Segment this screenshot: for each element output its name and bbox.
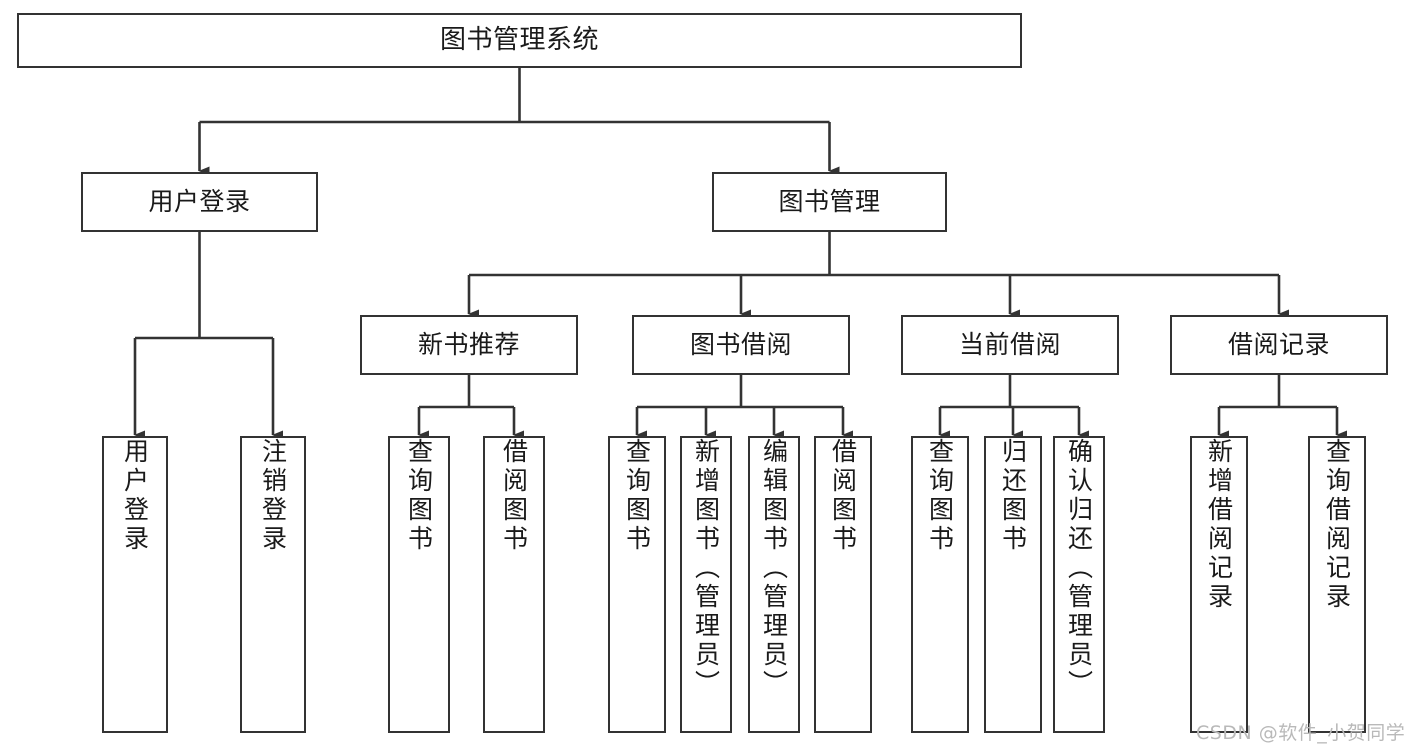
node-leaf-query-book-2[interactable]: 查询图书 — [608, 436, 666, 733]
node-leaf-user-logout[interactable]: 注销登录 — [240, 436, 306, 733]
node-newbook[interactable]: 新书推荐 — [360, 315, 578, 375]
node-leaf-borrow-book-1[interactable]: 借阅图书 — [483, 436, 545, 733]
node-label: 图书管理系统 — [439, 25, 599, 56]
node-label: 查询图书 — [622, 438, 652, 554]
node-leaf-borrow-book-2[interactable]: 借阅图书 — [814, 436, 872, 733]
node-label: 新书推荐 — [417, 330, 520, 360]
node-label: 借阅图书 — [499, 438, 529, 554]
node-leaf-add-book[interactable]: 新增图书（管理员） — [680, 436, 732, 733]
node-leaf-user-login[interactable]: 用户登录 — [102, 436, 168, 733]
node-login[interactable]: 用户登录 — [81, 172, 318, 232]
node-label: 借阅记录 — [1227, 330, 1330, 360]
node-current[interactable]: 当前借阅 — [901, 315, 1119, 375]
node-leaf-add-record[interactable]: 新增借阅记录 — [1190, 436, 1248, 733]
node-label: 借阅图书 — [828, 438, 858, 554]
node-records[interactable]: 借阅记录 — [1170, 315, 1388, 375]
node-leaf-query-book-3[interactable]: 查询图书 — [911, 436, 969, 733]
node-label: 注销登录 — [258, 438, 288, 554]
node-root[interactable]: 图书管理系统 — [17, 13, 1022, 68]
node-leaf-return-book[interactable]: 归还图书 — [984, 436, 1042, 733]
node-label: 用户登录 — [120, 438, 150, 554]
node-label: 图书管理 — [778, 187, 881, 217]
node-label: 归还图书 — [998, 438, 1028, 554]
node-borrow[interactable]: 图书借阅 — [632, 315, 850, 375]
node-leaf-edit-book[interactable]: 编辑图书（管理员） — [748, 436, 800, 733]
node-label: 新增借阅记录 — [1204, 438, 1234, 612]
node-label: 编辑图书（管理员） — [759, 438, 789, 699]
node-label: 图书借阅 — [689, 330, 792, 360]
node-label: 用户登录 — [148, 187, 251, 217]
node-label: 查询图书 — [925, 438, 955, 554]
node-label: 查询图书 — [404, 438, 434, 554]
node-label: 查询借阅记录 — [1322, 438, 1352, 612]
node-bookmgmt[interactable]: 图书管理 — [712, 172, 947, 232]
node-label: 当前借阅 — [958, 330, 1061, 360]
node-label: 新增图书（管理员） — [691, 438, 721, 699]
csdn-watermark: CSDN @软件_小贺同学 — [1196, 722, 1405, 744]
node-leaf-query-record[interactable]: 查询借阅记录 — [1308, 436, 1366, 733]
node-leaf-confirm-return[interactable]: 确认归还（管理员） — [1053, 436, 1105, 733]
node-label: 确认归还（管理员） — [1064, 438, 1094, 699]
node-leaf-query-book-1[interactable]: 查询图书 — [388, 436, 450, 733]
